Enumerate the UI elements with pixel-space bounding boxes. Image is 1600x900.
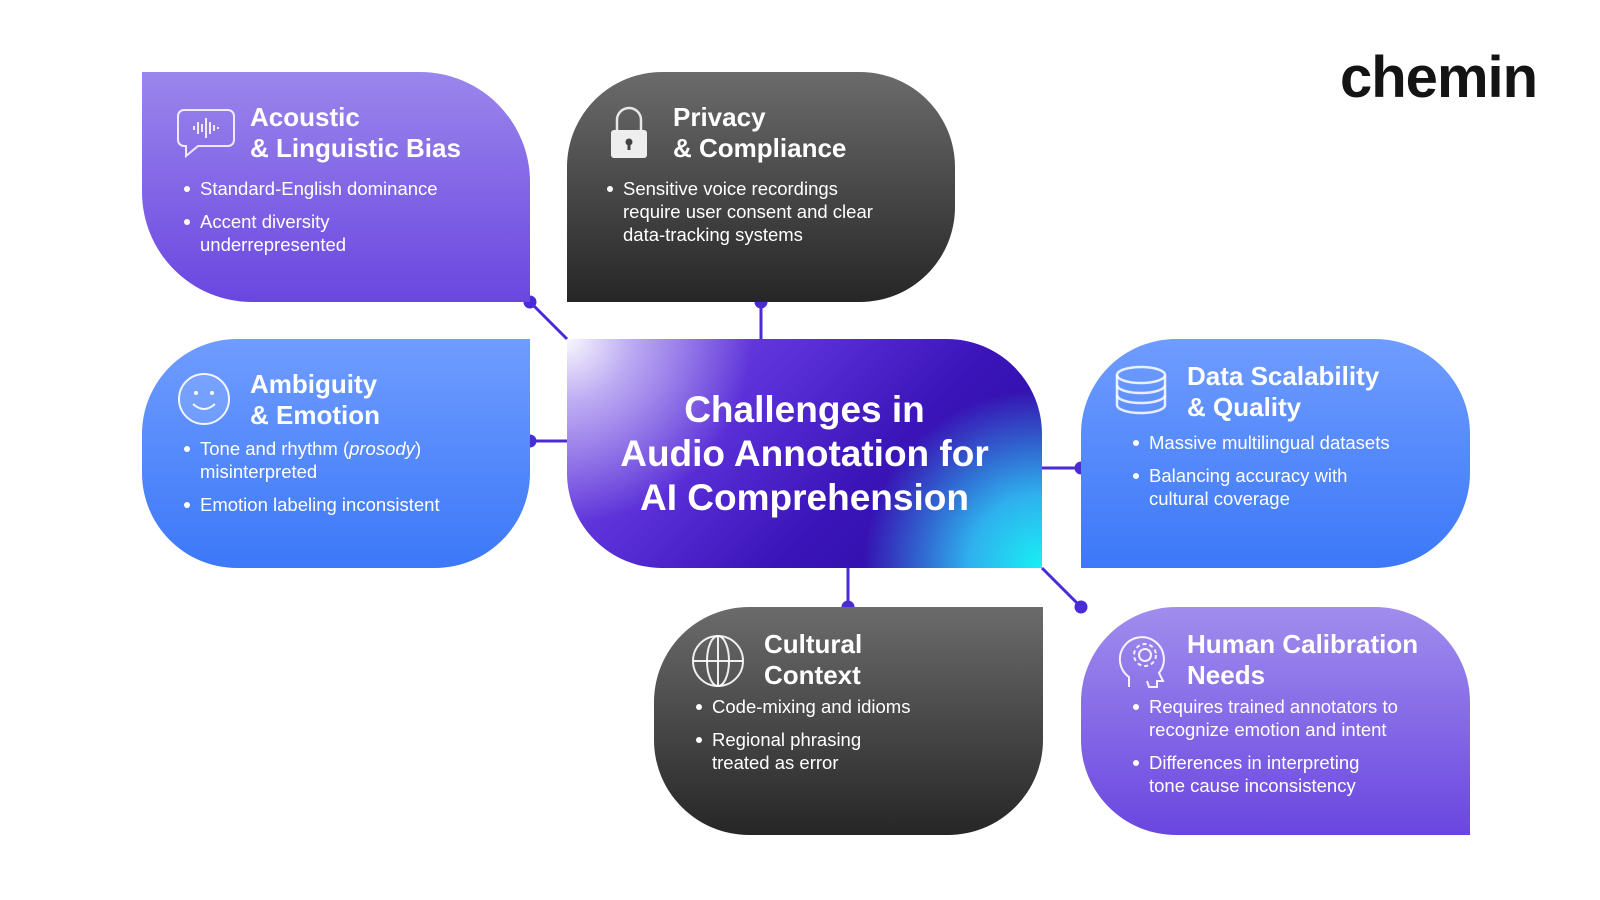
list-item: Emotion labeling inconsistent [182, 493, 440, 516]
bullet-list: Requires trained annotators to recognize… [1131, 695, 1398, 807]
card-privacy-compliance: Privacy & Compliance Sensitive voice rec… [567, 72, 955, 302]
bullet-list: Code-mixing and idioms Regional phrasing… [694, 695, 910, 784]
list-item: Differences in interpreting tone cause i… [1131, 751, 1398, 797]
card-title: Privacy & Compliance [673, 102, 847, 163]
central-title: Challenges in Audio Annotation for AI Co… [620, 388, 989, 518]
card-title: Data Scalability & Quality [1187, 361, 1380, 422]
central-topic: Challenges in Audio Annotation for AI Co… [567, 339, 1042, 568]
list-item: Accent diversity underrepresented [182, 210, 438, 256]
head-gear-icon [1111, 629, 1175, 693]
bullet-list: Standard-English dominance Accent divers… [182, 177, 438, 266]
card-cultural-context: Cultural Context Code-mixing and idioms … [654, 607, 1043, 835]
list-item: Massive multilingual datasets [1131, 431, 1390, 454]
bullet-list: Massive multilingual datasets Balancing … [1131, 431, 1390, 520]
speech-bubble-waveform-icon [174, 102, 238, 166]
card-title: Acoustic & Linguistic Bias [250, 102, 461, 163]
brand-logo: chemin [1340, 45, 1538, 110]
list-item: Requires trained annotators to recognize… [1131, 695, 1398, 741]
globe-icon [688, 629, 752, 693]
card-acoustic-linguistic-bias: Acoustic & Linguistic Bias Standard-Engl… [142, 72, 530, 302]
card-title: Ambiguity & Emotion [250, 369, 380, 430]
list-item: Code-mixing and idioms [694, 695, 910, 718]
padlock-icon [597, 102, 661, 166]
card-data-scalability-quality: Data Scalability & Quality Massive multi… [1081, 339, 1470, 568]
list-item: Regional phrasing treated as error [694, 728, 910, 774]
list-item: Tone and rhythm (prosody) misinterpreted [182, 437, 440, 483]
card-title: Human Calibration Needs [1187, 629, 1419, 690]
list-item: Balancing accuracy with cultural coverag… [1131, 464, 1390, 510]
list-item: Standard-English dominance [182, 177, 438, 200]
list-item: Sensitive voice recordings require user … [605, 177, 873, 246]
bullet-list: Tone and rhythm (prosody) misinterpreted… [182, 437, 440, 526]
card-title: Cultural Context [764, 629, 863, 690]
bullet-list: Sensitive voice recordings require user … [605, 177, 873, 256]
smiley-face-icon [174, 369, 238, 433]
card-human-calibration-needs: Human Calibration Needs Requires trained… [1081, 607, 1470, 835]
database-stack-icon [1111, 361, 1175, 425]
card-ambiguity-emotion: Ambiguity & Emotion Tone and rhythm (pro… [142, 339, 530, 568]
